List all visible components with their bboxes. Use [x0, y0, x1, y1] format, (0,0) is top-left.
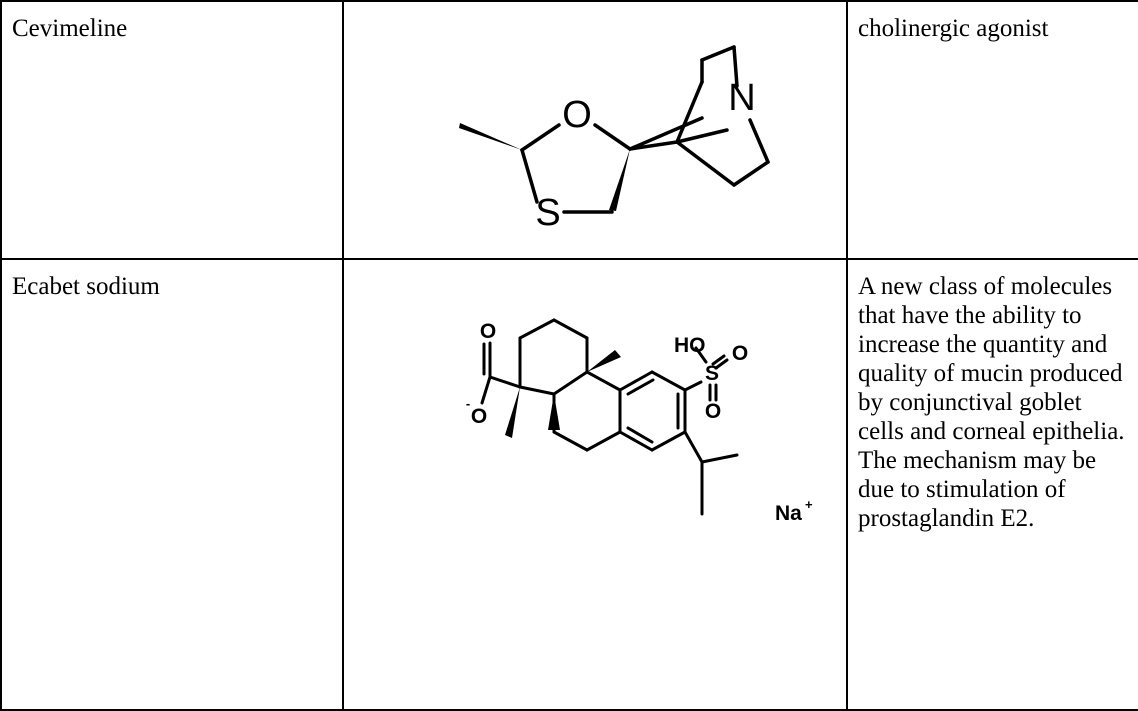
cevimeline-structure: O N S — [459, 45, 770, 234]
bond — [650, 370, 687, 392]
atom-o: O — [705, 400, 721, 423]
atom-o: O — [732, 342, 748, 365]
bond — [552, 430, 589, 452]
bond — [683, 430, 704, 464]
bond — [683, 380, 703, 392]
drug-description: A new class of molecules that have the a… — [858, 273, 1125, 532]
structure-cell: O N S — [342, 0, 848, 260]
name-cell: Ecabet sodium — [0, 258, 344, 711]
drug-name: Ecabet sodium — [12, 273, 160, 300]
atom-n: N — [728, 77, 755, 119]
bond — [518, 318, 556, 340]
table-row: Cevimeline — [0, 0, 1138, 260]
bond — [628, 116, 704, 151]
atom-s: S — [705, 362, 719, 385]
bond — [518, 385, 556, 396]
bond — [700, 453, 739, 464]
bond — [700, 45, 736, 62]
bond — [552, 370, 589, 396]
description-cell: A new class of molecules that have the a… — [846, 258, 1138, 711]
bond — [711, 354, 726, 366]
wedge-bond — [609, 149, 630, 211]
counter-ion: Na — [775, 502, 802, 525]
atom-o: O — [471, 405, 487, 428]
bond — [585, 430, 622, 452]
description-cell: cholinergic agonist — [846, 0, 1138, 260]
bond — [520, 123, 561, 152]
bond — [520, 148, 539, 204]
drug-description: cholinergic agonist — [858, 15, 1049, 42]
bond — [675, 80, 704, 144]
bond — [675, 140, 736, 187]
atom-o: O — [480, 320, 496, 343]
wedge-bond — [505, 387, 520, 438]
wedge-bond — [459, 123, 522, 150]
bond — [628, 140, 679, 151]
atom-o: O — [562, 94, 592, 136]
bond — [552, 318, 589, 340]
wedge-bond — [548, 394, 560, 430]
bond — [694, 346, 708, 364]
wedge-bond — [587, 350, 621, 372]
counter-ion-charge: + — [805, 497, 813, 512]
name-cell: Cevimeline — [0, 0, 344, 260]
atom-s: S — [535, 192, 560, 234]
bond — [480, 375, 492, 405]
bond — [593, 123, 632, 151]
drug-name: Cevimeline — [12, 15, 128, 42]
bond — [675, 128, 729, 144]
bond — [626, 378, 655, 396]
bond — [488, 375, 522, 389]
bond — [714, 358, 729, 370]
bond — [618, 430, 654, 452]
charge-minus: - — [466, 396, 470, 411]
bond — [585, 370, 622, 392]
bond — [626, 426, 654, 444]
atom-ho: HO — [674, 334, 706, 357]
bond — [650, 430, 687, 452]
bond — [732, 160, 770, 187]
ecabet-structure: O O - HO S O O Na + — [466, 318, 813, 525]
bond — [732, 45, 739, 88]
bond — [748, 118, 770, 164]
table-row: Ecabet sodium — [0, 258, 1138, 711]
bond — [618, 370, 654, 392]
structure-cell: O O - HO S O O Na + — [342, 258, 848, 711]
